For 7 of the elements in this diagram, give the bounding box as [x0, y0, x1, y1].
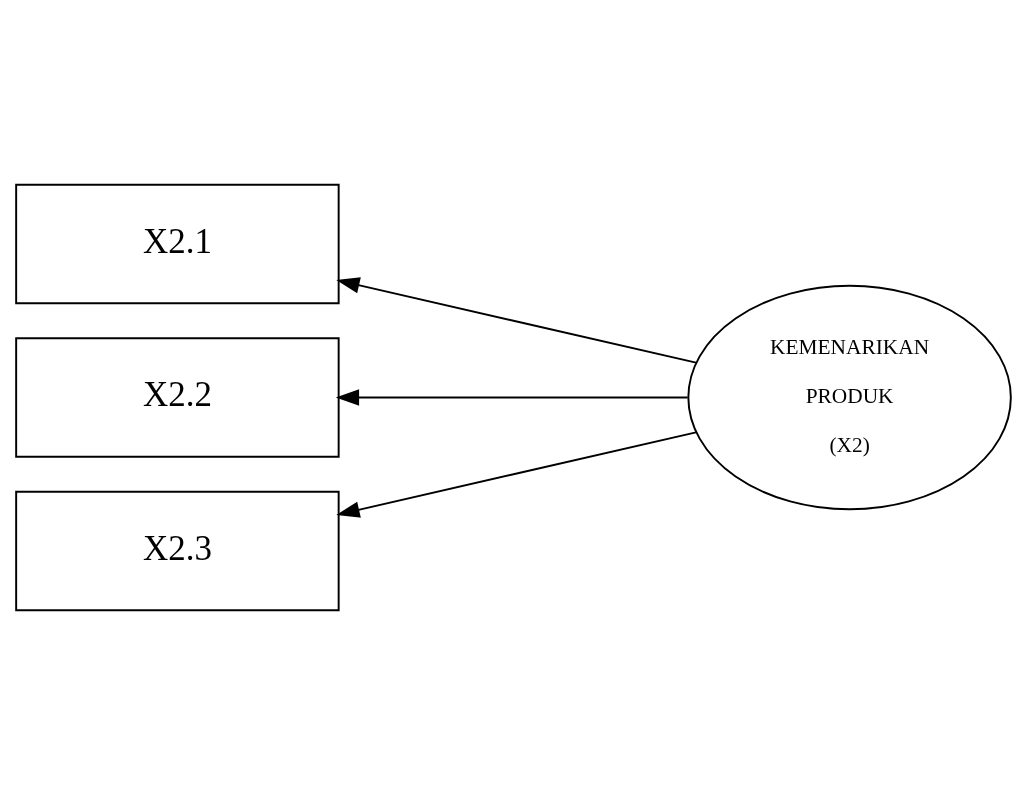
- node-box: X2.1: [15, 183, 340, 304]
- node-ellipse: KEMENARIKAN PRODUK (X2): [687, 284, 1012, 510]
- node-box: X2.2: [15, 336, 340, 458]
- node-box: X2.3: [15, 490, 340, 611]
- arrow: [336, 276, 697, 364]
- arrow: [336, 430, 697, 518]
- arrow: [335, 388, 689, 406]
